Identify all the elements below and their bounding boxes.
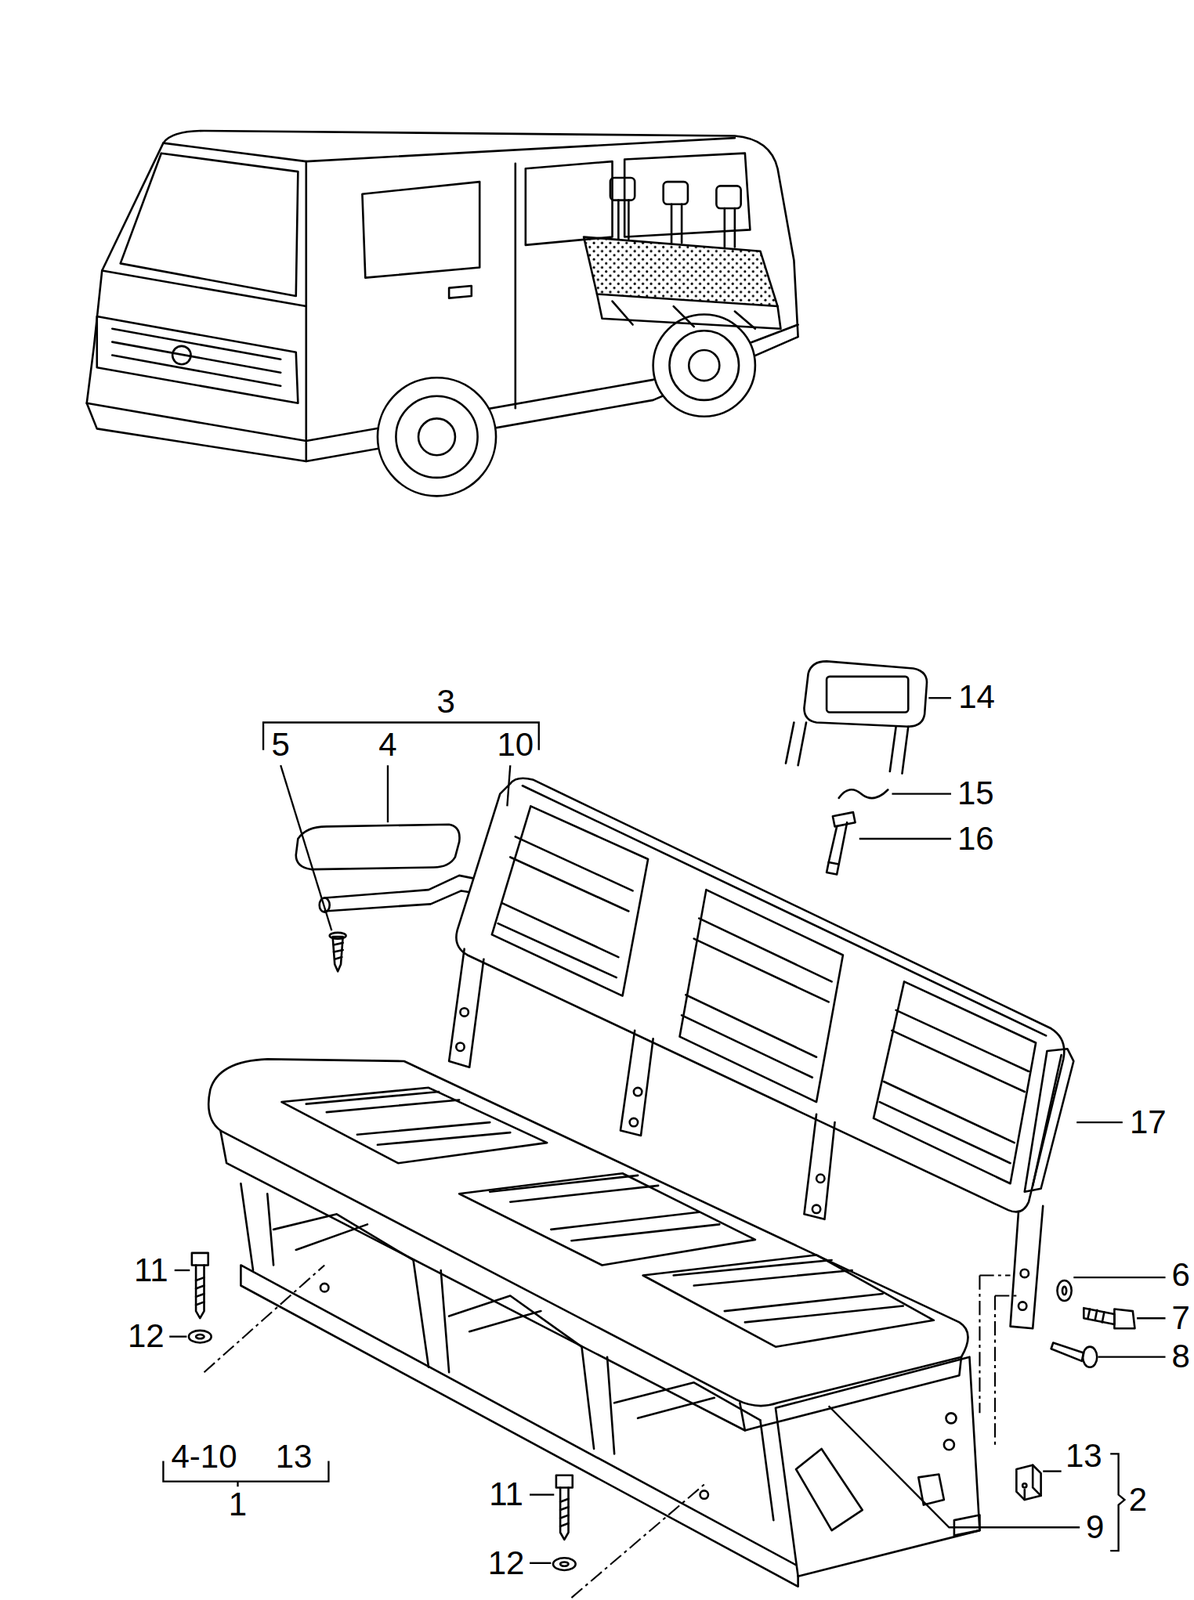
callout-number: 12: [486, 1547, 527, 1581]
callout-number: 16: [955, 822, 996, 856]
callout-number: 11: [487, 1478, 525, 1512]
callout-number: 12: [126, 1320, 167, 1354]
callout-number: 3: [435, 685, 457, 719]
callout-number: 9: [1084, 1511, 1106, 1545]
callout-number: 7: [1169, 1302, 1191, 1336]
callout-number: 5: [270, 728, 292, 762]
callout-number: 6: [1169, 1259, 1191, 1292]
callout-number: 11: [132, 1254, 171, 1288]
callout-number: 2: [1127, 1483, 1149, 1517]
callout-number: 17: [1128, 1106, 1169, 1140]
callout-number: 8: [1169, 1340, 1191, 1374]
callout-number: 4: [376, 728, 398, 762]
callout-number: 4-10: [169, 1440, 239, 1474]
callout-number: 13: [274, 1440, 315, 1474]
callout-number: 13: [1063, 1440, 1104, 1473]
callout-number: 1: [227, 1488, 249, 1522]
callout-number: 15: [955, 777, 996, 811]
callout-number: 14: [956, 680, 997, 714]
callout-number: 10: [495, 728, 536, 762]
